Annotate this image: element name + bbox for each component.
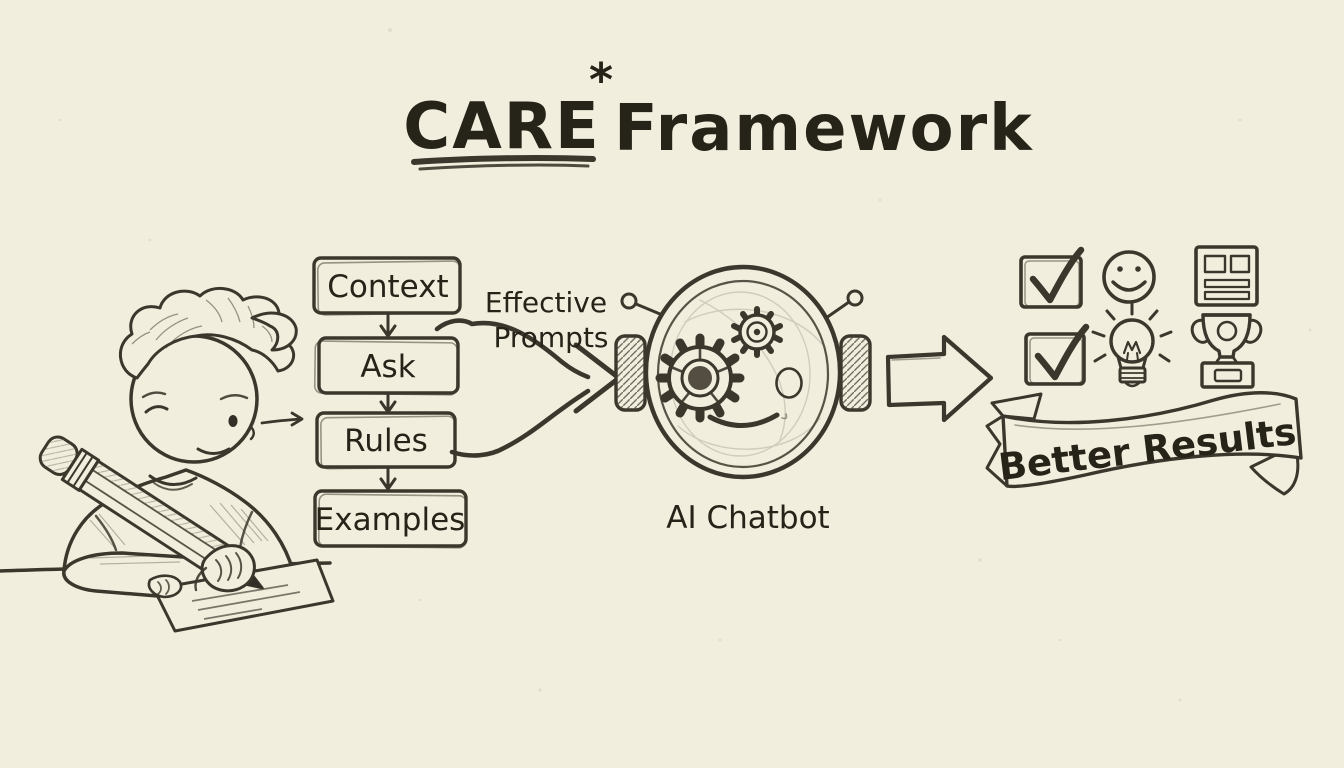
nose (249, 426, 255, 441)
title-asterisk: * (589, 53, 613, 107)
ai-chatbot: AI Chatbot (614, 264, 872, 536)
antenna-right-icon (824, 289, 864, 320)
banner-right-curl (1249, 446, 1300, 496)
headphone-ear-right-icon (839, 334, 872, 412)
gear-large-icon (655, 333, 745, 423)
paper-writing-lines (191, 584, 301, 620)
flow-box-examples-label: Examples (315, 502, 466, 538)
title-underline (411, 155, 596, 165)
trophy-icon (1190, 313, 1263, 389)
eraser (40, 436, 78, 475)
results-banner: Better Results (985, 391, 1303, 496)
headphone-ear-left-icon (614, 334, 647, 412)
shirt-collar (148, 474, 198, 486)
flow-box-rules-label: Rules (344, 423, 428, 459)
flow-arrow-2-icon (379, 393, 397, 414)
flow-box-context-label: Context (327, 269, 448, 305)
person-writing (38, 287, 335, 633)
smiley-icon (1102, 250, 1156, 304)
flow-box-ask-label: Ask (360, 349, 415, 385)
banner-band (1001, 391, 1303, 489)
checkbox-checked-icon (1024, 323, 1090, 386)
paper-sheet (152, 558, 335, 633)
document-icon (1194, 245, 1259, 307)
robot-smile-icon (707, 412, 780, 428)
gear-small-icon (731, 306, 783, 358)
flow-arrow-1-icon (379, 313, 397, 338)
eyebrow-left (141, 391, 167, 399)
flow-box-ask: Ask (313, 336, 460, 396)
person-smile-icon (196, 447, 231, 455)
results-grid (1019, 245, 1263, 389)
results-arrow-icon (885, 334, 994, 423)
flow-box-context: Context (312, 256, 462, 316)
title-underline-2 (418, 163, 590, 171)
antenna-left-icon (620, 292, 662, 316)
banner-left-fold (990, 392, 1043, 421)
open-eye-icon (228, 415, 238, 427)
eyebrow-right (219, 394, 249, 401)
right-hand (194, 544, 256, 593)
funnel-label-line2: Prompts (493, 321, 608, 354)
left-hand (147, 574, 183, 599)
lightbulb-rays (1091, 302, 1173, 363)
title: CARE * Framework (403, 53, 1034, 171)
flow-box-examples: Examples (313, 489, 468, 549)
funnel-label-line1: Effective (485, 286, 607, 319)
checkbox-checked-icon (1019, 246, 1085, 309)
closed-eye-icon (144, 405, 169, 414)
lightbulb-icon (1091, 302, 1173, 388)
pencil-tip (247, 575, 263, 589)
title-rest: Framework (614, 92, 1034, 166)
funnel-label: Effective Prompts (485, 286, 609, 354)
hair-shading (131, 297, 273, 349)
robot-head (643, 264, 843, 480)
flowchart: Context Ask Rules Ex (260, 256, 468, 549)
robot-eye-icon (775, 367, 803, 399)
paper-texture (58, 28, 1312, 702)
robot-caption: AI Chatbot (666, 500, 829, 536)
flow-arrow-3-icon (379, 467, 397, 491)
person-to-rules-arrow-icon (260, 411, 304, 427)
hair-swoosh (250, 311, 298, 352)
arm-shading (89, 555, 181, 565)
title-underlined-word: CARE (403, 90, 601, 164)
flow-box-rules: Rules (315, 411, 457, 470)
